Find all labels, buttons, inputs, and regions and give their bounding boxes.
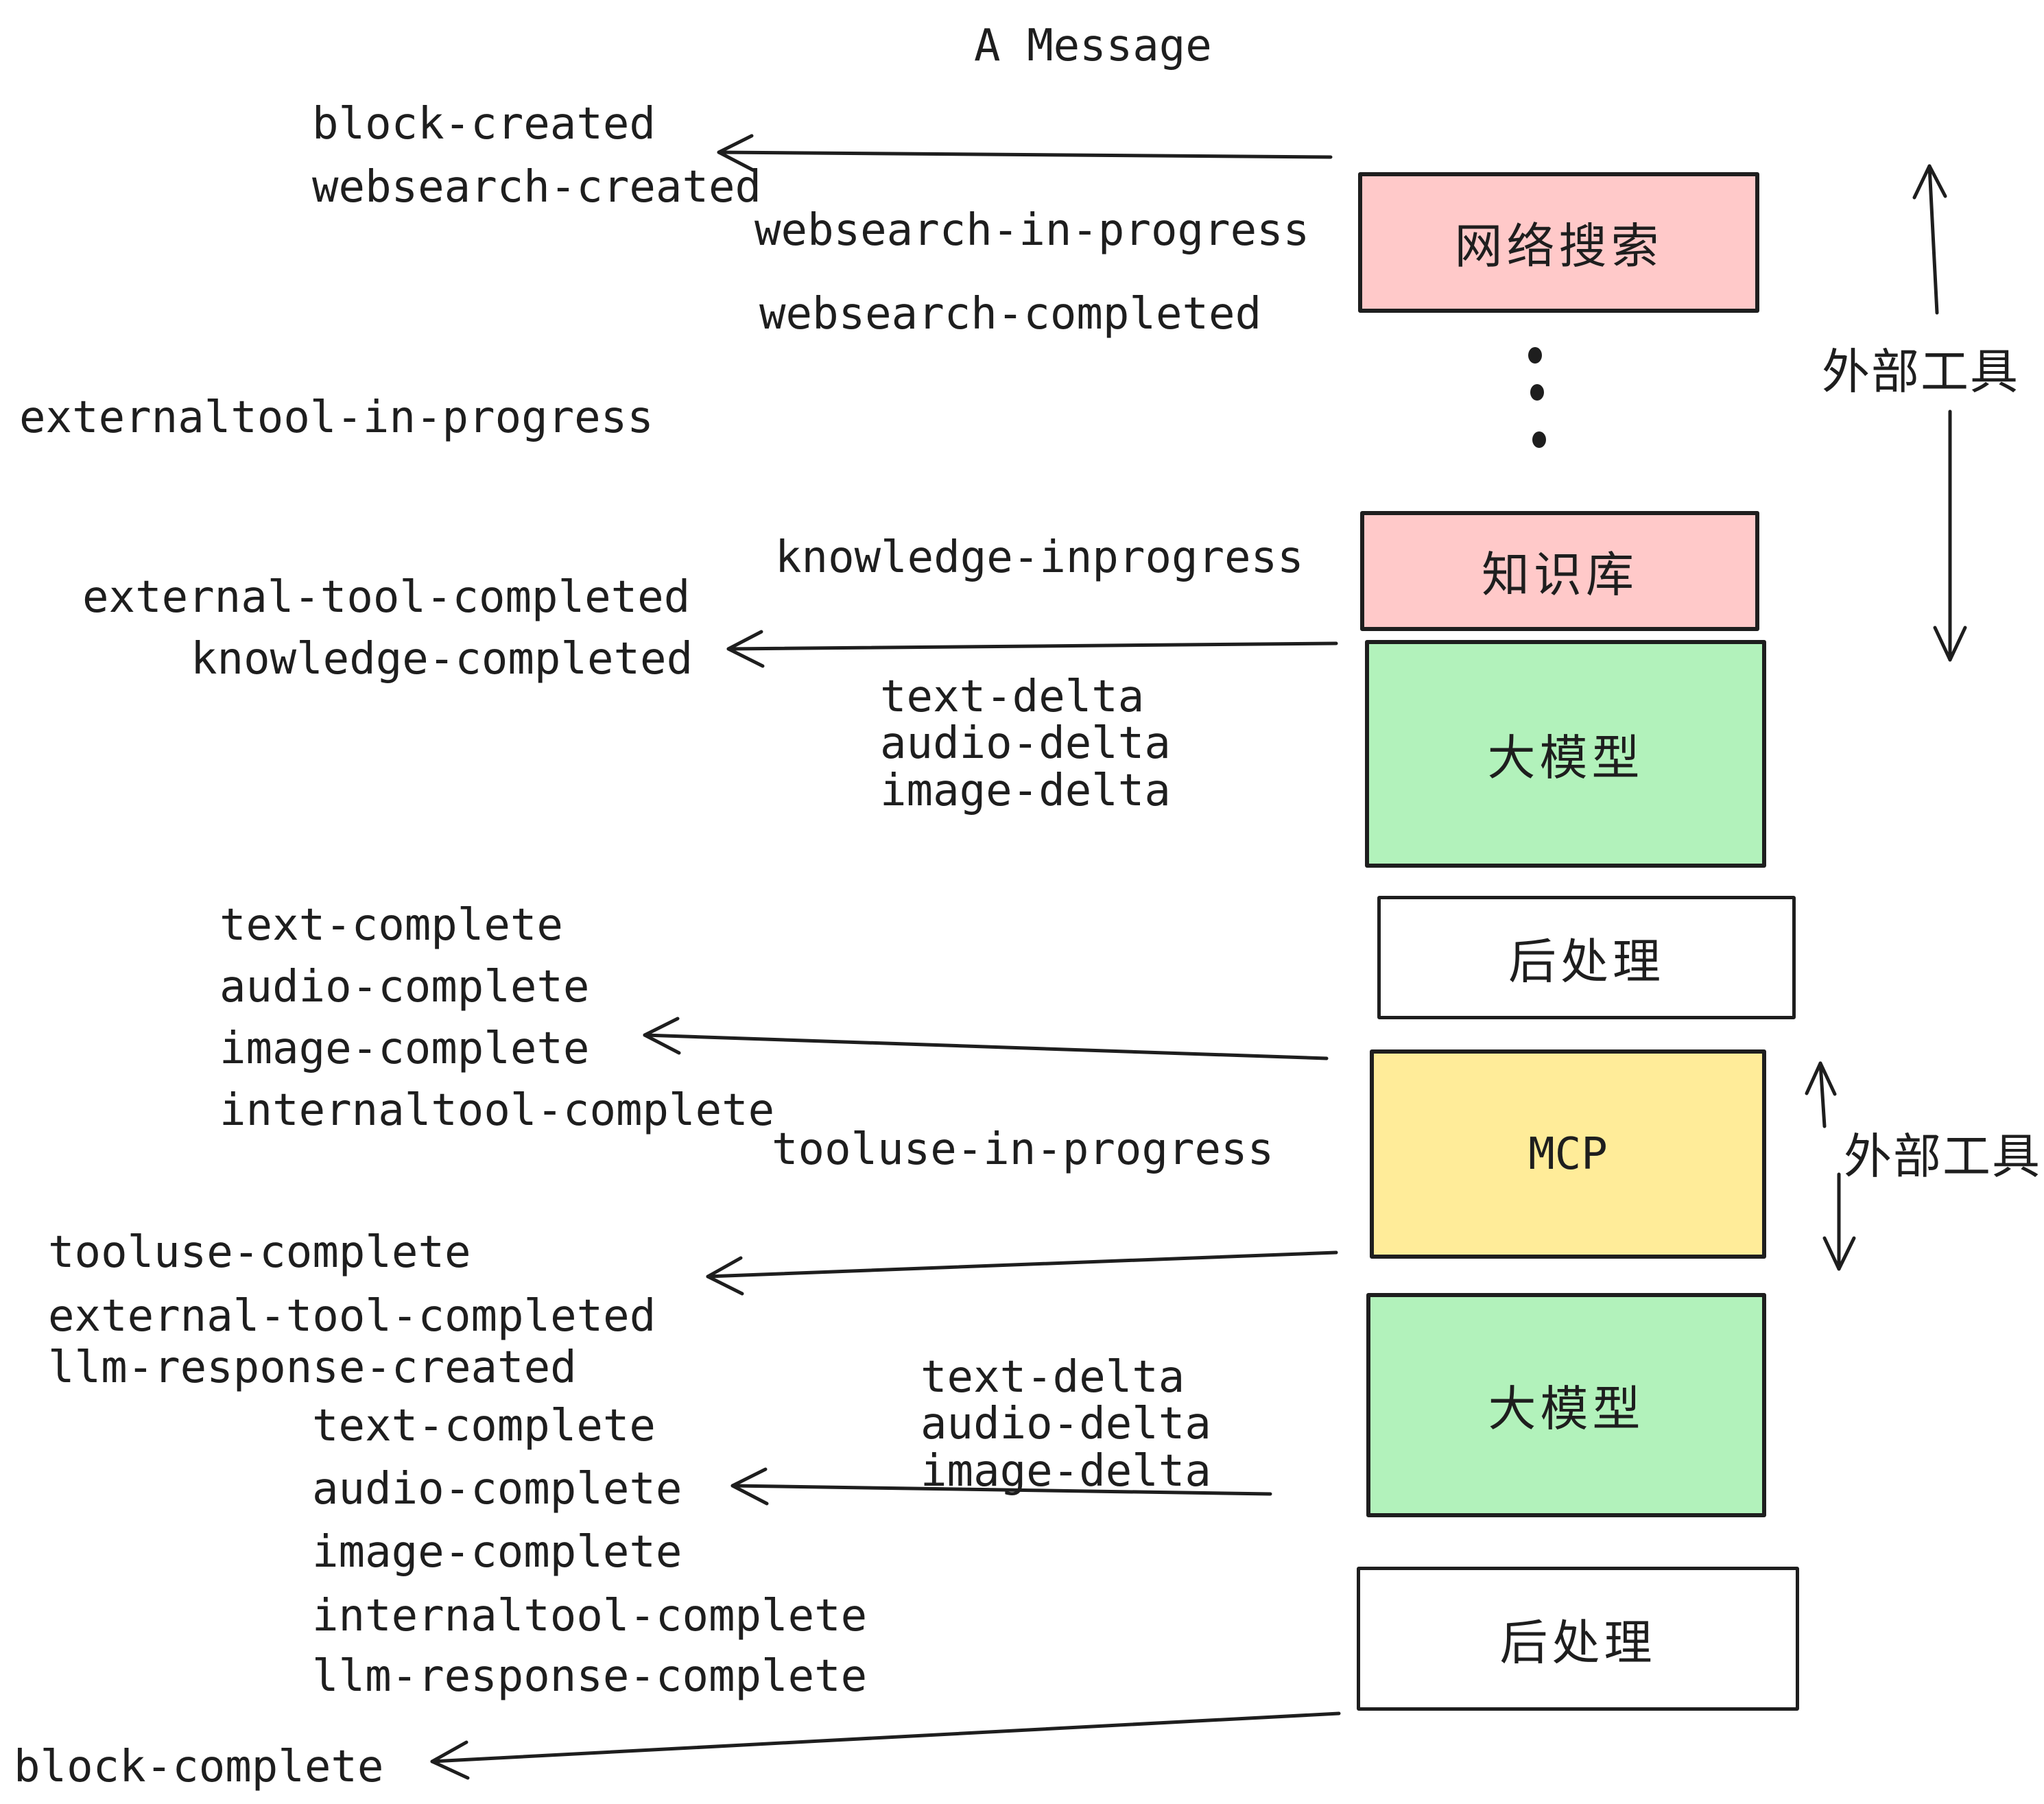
arrow-head-icon: [706, 1256, 744, 1296]
page-title: A Message: [974, 21, 1212, 71]
arrow-line: [730, 1484, 1272, 1496]
arrow-head-icon: [1912, 164, 1947, 200]
arrow-to-knowledge-completed: [726, 630, 1338, 668]
event-label-text-delta-2: text-delta: [920, 1352, 1185, 1403]
box-llm-2: 大模型: [1366, 1293, 1766, 1517]
event-label-text-complete: text-complete: [219, 900, 563, 951]
arrow-to-block-complete: [430, 1711, 1341, 1780]
event-label-image-delta: image-delta: [880, 765, 1171, 816]
box-post-processing-1: 后处理: [1377, 896, 1796, 1019]
event-label-audio-complete-2: audio-complete: [312, 1464, 682, 1515]
arrow-head-icon: [1805, 1061, 1837, 1096]
mcp-external-tools-down-arrow: [1822, 1172, 1856, 1271]
arrow-line: [1818, 1061, 1827, 1128]
vertical-ellipsis-icon: [1528, 347, 1546, 448]
event-label-block-complete: block-complete: [14, 1742, 384, 1792]
event-label-tooluse-in-progress: tooluse-in-progress: [772, 1124, 1274, 1175]
arrow-to-audio-complete: [730, 1467, 1272, 1506]
box-mcp: MCP: [1370, 1049, 1766, 1259]
arrow-line: [726, 641, 1338, 651]
arrow-head-icon: [726, 630, 765, 668]
event-label-external-tool-completed: external-tool-completed: [82, 572, 691, 623]
event-label-block-created: block-created: [312, 99, 656, 150]
external-tools-label-2: 外部工具: [1844, 1130, 2041, 1183]
box-web-search: 网络搜索: [1358, 172, 1759, 313]
box-llm-1: 大模型: [1365, 640, 1766, 868]
dot: [1530, 384, 1544, 401]
external-tools-up-arrow: [1912, 164, 1947, 315]
event-label-text-delta: text-delta: [880, 672, 1145, 722]
event-label-externaltool-in-progress: externaltool-in-progress: [19, 392, 654, 443]
arrow-head-icon: [430, 1740, 470, 1780]
arrow-line: [1927, 164, 1939, 315]
arrow-to-image-complete: [643, 1017, 1329, 1060]
arrow-line: [706, 1250, 1338, 1279]
event-label-text-complete-2: text-complete: [312, 1401, 656, 1451]
event-label-websearch-completed: websearch-completed: [759, 289, 1262, 340]
external-tools-down-arrow: [1933, 410, 1967, 662]
event-label-audio-delta-2: audio-delta: [920, 1399, 1211, 1449]
arrow-to-external-tool-completed: [706, 1250, 1338, 1296]
external-tools-label-1: 外部工具: [1822, 345, 2019, 399]
arrow-line: [717, 150, 1333, 159]
event-label-knowledge-completed: knowledge-completed: [191, 634, 693, 685]
arrow-line: [643, 1033, 1329, 1060]
arrow-head-icon: [717, 134, 755, 172]
event-label-image-complete-2: image-complete: [312, 1527, 682, 1578]
arrow-head-icon: [1822, 1236, 1856, 1271]
event-label-image-complete: image-complete: [219, 1023, 590, 1074]
box-knowledge-base: 知识库: [1360, 511, 1759, 631]
mcp-external-tools-up-arrow: [1805, 1061, 1837, 1128]
event-label-external-tool-completed-2: external-tool-completed: [48, 1291, 656, 1342]
arrow-to-websearch-created: [717, 134, 1333, 172]
box-post-processing-2: 后处理: [1357, 1567, 1799, 1711]
event-label-internaltool-complete-2: internaltool-complete: [312, 1591, 868, 1641]
event-label-websearch-in-progress: websearch-in-progress: [754, 205, 1310, 256]
dot: [1532, 431, 1546, 448]
event-label-audio-delta: audio-delta: [880, 718, 1171, 769]
arrow-line: [430, 1711, 1341, 1764]
arrow-head-icon: [730, 1467, 769, 1506]
event-label-llm-response-created: llm-response-created: [48, 1342, 577, 1393]
event-label-websearch-created: websearch-created: [312, 162, 762, 213]
arrow-head-icon: [643, 1017, 681, 1055]
arrow-head-icon: [1933, 626, 1967, 662]
dot: [1528, 347, 1542, 364]
event-label-llm-response-complete: llm-response-complete: [312, 1651, 868, 1702]
event-label-knowledge-inprogress: knowledge-inprogress: [775, 532, 1304, 583]
event-label-audio-complete: audio-complete: [219, 962, 590, 1012]
event-label-image-delta-2: image-delta: [920, 1446, 1211, 1497]
event-label-tooluse-complete: tooluse-complete: [48, 1227, 471, 1278]
event-label-internaltool-complete: internaltool-complete: [219, 1085, 775, 1136]
